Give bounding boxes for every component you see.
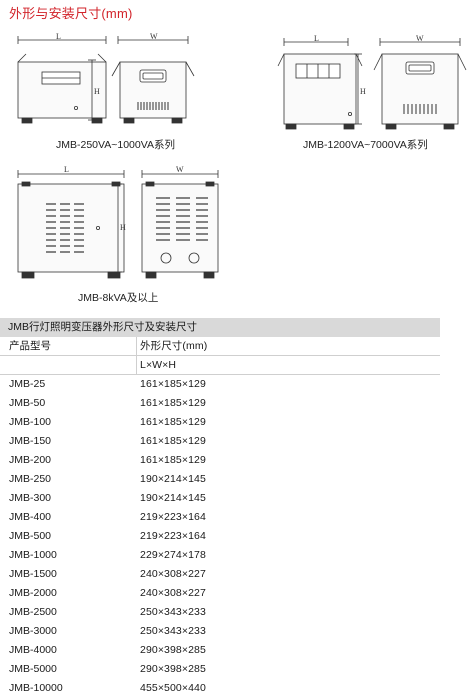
table-row: JMB-10000 455×500×440 bbox=[0, 679, 440, 697]
model-cell: JMB-300 bbox=[9, 492, 52, 504]
size-cell: 290×398×285 bbox=[140, 663, 206, 675]
size-cell: 190×214×145 bbox=[140, 492, 206, 504]
model-cell: JMB-5000 bbox=[9, 663, 57, 675]
small-side-drawing: H W bbox=[88, 32, 198, 142]
size-cell: 190×214×145 bbox=[140, 473, 206, 485]
model-cell: JMB-400 bbox=[9, 511, 52, 523]
model-cell: JMB-2500 bbox=[9, 606, 57, 618]
size-cell: 161×185×129 bbox=[140, 397, 206, 409]
medium-side-svg: H W bbox=[354, 34, 467, 130]
caption-small-series: JMB-250VA~1000VA系列 bbox=[56, 139, 175, 151]
large-front-drawing: L bbox=[12, 162, 132, 282]
model-cell: JMB-50 bbox=[9, 397, 46, 409]
dim-W-label-1: W bbox=[150, 32, 158, 41]
header-size-sub: L×W×H bbox=[140, 359, 177, 371]
size-cell: 250×343×233 bbox=[140, 606, 206, 618]
table-row: JMB-2000 240×308×227 bbox=[0, 584, 440, 603]
size-cell: 240×308×227 bbox=[140, 568, 206, 580]
table-row: JMB-200 161×185×129 bbox=[0, 451, 440, 470]
caption-large-series: JMB-8kVA及以上 bbox=[78, 292, 159, 304]
table-row: JMB-1500 240×308×227 bbox=[0, 565, 440, 584]
table-row: JMB-3000 250×343×233 bbox=[0, 622, 440, 641]
table-row: JMB-2500 250×343×233 bbox=[0, 603, 440, 622]
model-cell: JMB-1500 bbox=[9, 568, 57, 580]
table-row: JMB-1000 229×274×178 bbox=[0, 546, 440, 565]
table-row: JMB-4000 290×398×285 bbox=[0, 641, 440, 660]
large-side-drawing: H W bbox=[114, 162, 224, 282]
size-cell: 161×185×129 bbox=[140, 454, 206, 466]
dim-H-label-3: H bbox=[120, 223, 126, 232]
dim-H-label-2: H bbox=[360, 87, 366, 96]
model-cell: JMB-25 bbox=[9, 378, 46, 390]
model-cell: JMB-1000 bbox=[9, 549, 57, 561]
model-cell: JMB-500 bbox=[9, 530, 52, 542]
table-row: JMB-500 219×223×164 bbox=[0, 527, 440, 546]
model-cell: JMB-200 bbox=[9, 454, 52, 466]
header-model: 产品型号 bbox=[9, 340, 51, 352]
size-cell: 250×343×233 bbox=[140, 625, 206, 637]
large-front-svg: L bbox=[17, 165, 125, 279]
size-cell: 455×500×440 bbox=[140, 682, 206, 694]
dim-L-label-1: L bbox=[56, 32, 61, 41]
dim-L-label-3: L bbox=[64, 165, 69, 174]
small-front-svg: L bbox=[17, 32, 107, 124]
model-cell: JMB-10000 bbox=[9, 682, 63, 694]
size-cell: 290×398×285 bbox=[140, 644, 206, 656]
model-cell: JMB-250 bbox=[9, 473, 52, 485]
table-row: JMB-25 161×185×129 bbox=[0, 375, 440, 394]
caption-medium-series: JMB-1200VA~7000VA系列 bbox=[303, 139, 428, 151]
table-subheader-row: L×W×H bbox=[0, 356, 440, 375]
size-cell: 219×223×164 bbox=[140, 511, 206, 523]
medium-front-svg: L bbox=[277, 34, 363, 130]
table-row: JMB-300 190×214×145 bbox=[0, 489, 440, 508]
size-cell: 161×185×129 bbox=[140, 435, 206, 447]
small-side-svg: H W bbox=[88, 32, 195, 124]
table-row: JMB-250 190×214×145 bbox=[0, 470, 440, 489]
medium-side-drawing: H W bbox=[354, 32, 467, 142]
medium-front-drawing: L bbox=[276, 32, 376, 142]
size-cell: 229×274×178 bbox=[140, 549, 206, 561]
table-header-row: 产品型号 外形尺寸(mm) bbox=[0, 337, 440, 356]
table-caption: JMB行灯照明变压器外形尺寸及安装尺寸 bbox=[0, 318, 440, 337]
column-divider bbox=[136, 337, 137, 375]
dim-H-label-1: H bbox=[94, 87, 100, 96]
size-cell: 161×185×129 bbox=[140, 378, 206, 390]
header-size: 外形尺寸(mm) bbox=[140, 340, 208, 352]
table-row: JMB-100 161×185×129 bbox=[0, 413, 440, 432]
large-side-svg: H W bbox=[114, 165, 219, 279]
dimensions-table: JMB行灯照明变压器外形尺寸及安装尺寸 产品型号 外形尺寸(mm) L×W×H … bbox=[0, 318, 440, 697]
dim-W-label-2: W bbox=[416, 34, 424, 43]
dim-L-label-2: L bbox=[314, 34, 319, 43]
size-cell: 219×223×164 bbox=[140, 530, 206, 542]
small-front-drawing: L bbox=[12, 32, 112, 142]
dim-W-label-3: W bbox=[176, 165, 184, 174]
model-cell: JMB-4000 bbox=[9, 644, 57, 656]
table-row: JMB-400 219×223×164 bbox=[0, 508, 440, 527]
model-cell: JMB-150 bbox=[9, 435, 52, 447]
table-row: JMB-150 161×185×129 bbox=[0, 432, 440, 451]
size-cell: 161×185×129 bbox=[140, 416, 206, 428]
model-cell: JMB-100 bbox=[9, 416, 52, 428]
page-title: 外形与安装尺寸(mm) bbox=[9, 6, 133, 21]
size-cell: 240×308×227 bbox=[140, 587, 206, 599]
model-cell: JMB-2000 bbox=[9, 587, 57, 599]
table-row: JMB-5000 290×398×285 bbox=[0, 660, 440, 679]
table-row: JMB-50 161×185×129 bbox=[0, 394, 440, 413]
model-cell: JMB-3000 bbox=[9, 625, 57, 637]
